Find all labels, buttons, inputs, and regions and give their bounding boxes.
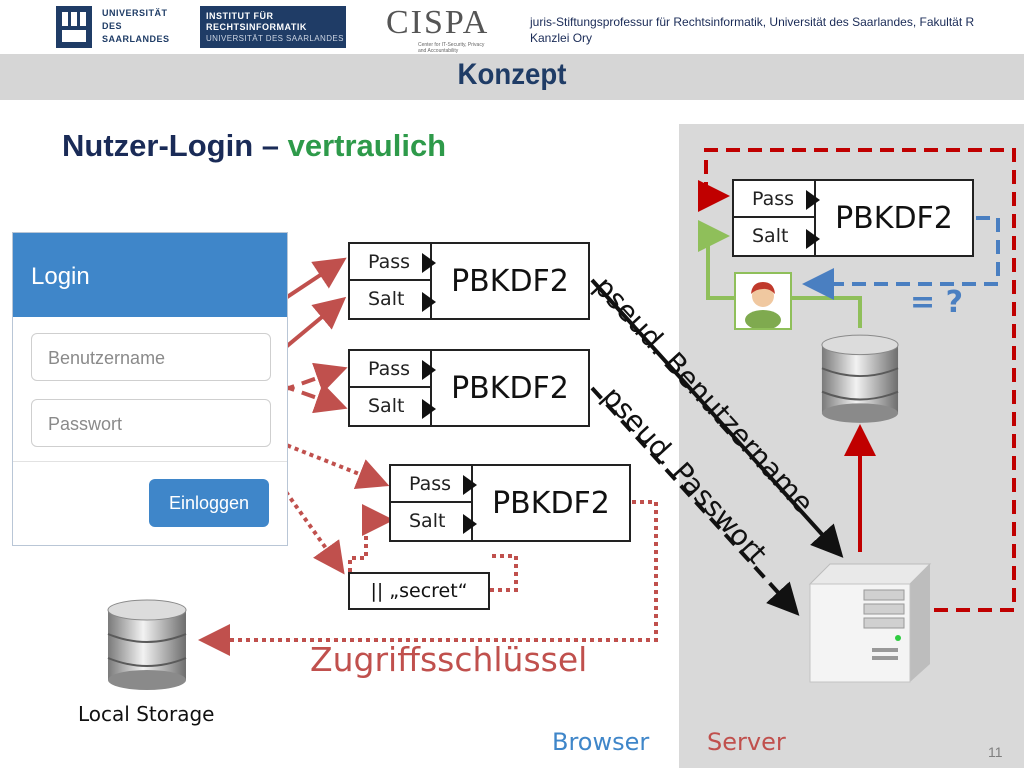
subtitle-main: Nutzer-Login –	[62, 128, 288, 163]
pbkdf2-box-2: Pass Salt PBKDF2	[348, 349, 590, 427]
institut-logo-line-1: INSTITUT FÜR	[206, 11, 274, 21]
server-label: Server	[707, 728, 786, 756]
arrow-pseud-password	[590, 386, 800, 616]
username-input[interactable]: Benutzername	[31, 333, 271, 381]
cispa-logo-text: CISPA	[386, 4, 490, 41]
user-avatar	[734, 272, 792, 330]
arrow-compare	[802, 216, 1000, 300]
login-button[interactable]: Einloggen	[149, 479, 269, 527]
pass-input-marker-icon	[422, 360, 436, 380]
pbkdf2-label-3: PBKDF2	[471, 466, 629, 540]
pbkdf2-pass-4: Pass	[734, 181, 814, 218]
local-storage-label: Local Storage	[78, 702, 215, 726]
pass-input-marker-icon	[806, 190, 820, 210]
pbkdf2-salt-4: Salt	[752, 225, 789, 247]
salt-input-marker-icon	[422, 292, 436, 312]
salt-input-marker-icon	[806, 229, 820, 249]
pbkdf2-box-server: Pass Salt PBKDF2	[732, 179, 974, 257]
login-header	[13, 233, 287, 317]
pass-input-marker-icon	[422, 253, 436, 273]
uni-logo-line-1: UNIVERSITÄT	[102, 8, 168, 18]
access-key-label: Zugriffsschlüssel	[310, 640, 588, 679]
password-input[interactable]: Passwort	[31, 399, 271, 447]
pbkdf2-pass-1: Pass	[350, 244, 430, 281]
pbkdf2-salt-3: Salt	[409, 510, 446, 532]
arrow-db-to-pbkdf4-salt	[698, 220, 862, 328]
page-number: 11	[988, 744, 1003, 760]
pbkdf2-box-3: Pass Salt PBKDF2	[389, 464, 631, 542]
title-bar	[0, 54, 1024, 100]
author-text: Kanzlei Ory	[530, 31, 593, 45]
local-storage-database-icon	[107, 599, 187, 690]
salt-input-marker-icon	[422, 399, 436, 419]
pbkdf2-salt-2: Salt	[368, 395, 405, 417]
pbkdf2-pass-3: Pass	[391, 466, 471, 503]
arrow-pseud-username	[590, 278, 844, 558]
login-divider	[13, 461, 287, 462]
login-title: Login	[31, 263, 90, 290]
browser-label: Browser	[552, 728, 650, 756]
cispa-logo: CISPA Center for IT-Security, Privacy an…	[386, 4, 496, 54]
uni-logo-line-3: SAARLANDES	[102, 34, 170, 44]
compare-label: = ?	[910, 285, 963, 320]
affiliation-text: juris-Stiftungsprofessur für Rechtsinfor…	[530, 15, 975, 29]
uni-logo-line-2: DES	[102, 21, 123, 31]
arrow-pbkdf3-to-localstorage	[198, 500, 658, 656]
secret-loop	[490, 554, 518, 592]
secret-box: || „secret“	[348, 572, 490, 610]
uni-crest-icon	[56, 6, 92, 48]
pass-input-marker-icon	[463, 475, 477, 495]
subtitle-accent: vertraulich	[287, 128, 447, 163]
pbkdf2-label-2: PBKDF2	[430, 351, 588, 425]
pbkdf2-pass-2: Pass	[350, 351, 430, 388]
institut-logo: INSTITUT FÜR RECHTSINFORMATIK UNIVERSITÄ…	[200, 6, 346, 48]
slide-title: Konzept	[457, 58, 567, 91]
server-computer-icon	[808, 563, 932, 683]
uni-logo: UNIVERSITÄT DES SAARLANDES	[54, 4, 194, 50]
user-icon	[745, 282, 781, 330]
pbkdf2-box-1: Pass Salt PBKDF2	[348, 242, 590, 320]
salt-input-marker-icon	[463, 514, 477, 534]
pbkdf2-salt-1: Salt	[368, 288, 405, 310]
pbkdf2-label-4: PBKDF2	[814, 181, 972, 255]
institut-logo-line-3: UNIVERSITÄT DES SAARLANDES	[206, 34, 344, 43]
cispa-logo-subtext: Center for IT-Security, Privacy and Acco…	[418, 42, 485, 54]
login-form: Login Benutzername Passwort Einloggen	[12, 232, 288, 546]
arrow-secret-to-salt3	[348, 504, 394, 572]
server-database-icon	[821, 334, 899, 423]
slide-subtitle: Nutzer-Login – vertraulich	[62, 128, 446, 164]
arrow-server-to-pbkdf4-pass	[698, 148, 1016, 612]
header-affiliation: juris-Stiftungsprofessur für Rechtsinfor…	[530, 14, 1020, 46]
pbkdf2-label-1: PBKDF2	[430, 244, 588, 318]
institut-logo-line-2: RECHTSINFORMATIK	[206, 22, 307, 32]
header-bar	[0, 0, 1024, 54]
